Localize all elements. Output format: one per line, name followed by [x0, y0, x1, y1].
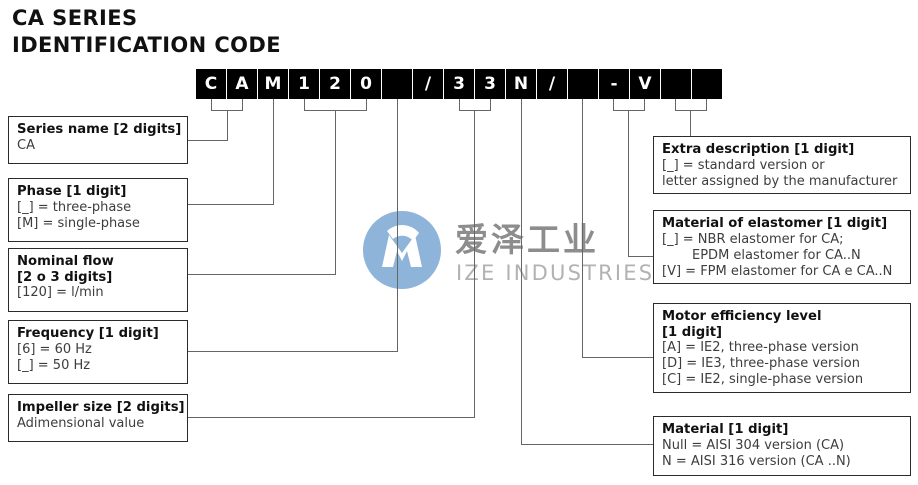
info-box-frequency-line-2: [_] = 50 Hz	[17, 357, 91, 373]
connector-elastomer-run	[628, 256, 653, 257]
info-box-series-name-heading: Series name [2 digits]	[17, 122, 182, 137]
connector-material-tick	[521, 99, 522, 444]
info-box-nominal-flow-line-1: [120] = l/min	[17, 285, 104, 301]
info-box-phase-line-2: [M] = single-phase	[17, 215, 140, 231]
code-cell	[382, 69, 412, 99]
code-cell: M	[258, 69, 288, 99]
info-box-extra-description-line-1: [_] = standard version or	[662, 157, 825, 173]
connector-impeller-tick-left	[459, 99, 460, 110]
info-box-motor-efficiency-level-line-2: [D] = IE3, three-phase version	[662, 356, 860, 372]
ize-industries-logo-icon	[363, 211, 441, 289]
connector-impeller-tick-right	[490, 99, 491, 110]
code-cell: /	[537, 69, 567, 99]
info-box-material-of-elastomer: Material of elastomer [1 digit] [_] = NB…	[653, 210, 911, 284]
connector-series-name-drop	[227, 110, 228, 140]
connector-impeller-drop	[474, 110, 475, 417]
code-cell	[661, 69, 691, 99]
page-title-line-1: CA SERIES	[12, 6, 138, 30]
connector-nominal-flow-tick-right	[366, 99, 367, 110]
connector-series-name-tick-left	[211, 99, 212, 110]
info-box-phase: Phase [1 digit] [_] = three-phase [M] = …	[8, 178, 188, 242]
page-title-line-2: IDENTIFICATION CODE	[12, 33, 282, 57]
info-box-motor-efficiency-level-line-1: [A] = IE2, three-phase version	[662, 340, 859, 356]
connector-elastomer-tick-right	[644, 99, 645, 110]
info-box-material-of-elastomer-line-1: [_] = NBR elastomer for CA;	[662, 231, 844, 247]
connector-nominal-flow-drop	[335, 110, 336, 274]
code-cell: 2	[320, 69, 350, 99]
info-box-motor-efficiency-level-heading-2: [1 digit]	[662, 324, 723, 340]
connector-elastomer-tick-left	[613, 99, 614, 110]
connector-elastomer-drop	[628, 110, 629, 256]
info-box-material-of-elastomer-line-3: [V] = FPM elastomer for CA e CA..N	[662, 263, 893, 279]
info-box-motor-efficiency-level: Motor efficiency level [1 digit] [A] = I…	[653, 303, 911, 393]
connector-elastomer-bracket	[613, 110, 645, 111]
connector-series-name-run	[188, 140, 228, 141]
connector-motor-efficiency-tick	[582, 99, 583, 357]
code-cell: A	[227, 69, 257, 99]
info-box-material-heading: Material [1 digit]	[662, 422, 789, 437]
connector-phase-run	[188, 204, 274, 205]
connector-impeller-bracket	[459, 110, 491, 111]
identification-code-banner: C A M 1 2 0 / 3 3 N / - V	[196, 69, 723, 99]
watermark: 爱泽工业 IZE INDUSTRIES	[363, 209, 652, 293]
info-box-nominal-flow-heading: Nominal flow	[17, 254, 114, 269]
info-box-motor-efficiency-level-line-3: [C] = IE2, single-phase version	[662, 372, 864, 388]
info-box-nominal-flow-heading-2: [2 o 3 digits]	[17, 269, 113, 285]
info-box-extra-description: Extra description [1 digit] [_] = standa…	[653, 136, 911, 194]
connector-frequency-tick	[397, 99, 398, 351]
code-cell: V	[630, 69, 660, 99]
connector-extra-description-bracket	[675, 110, 707, 111]
info-box-material-line-1: Null = AISI 304 version (CA)	[662, 437, 845, 453]
code-cell: 1	[289, 69, 319, 99]
code-cell: /	[413, 69, 443, 99]
watermark-english-text: IZE INDUSTRIES	[456, 261, 655, 285]
connector-motor-efficiency-run	[582, 357, 653, 358]
info-box-impeller-size: Impeller size [2 digits] Adimensional va…	[8, 394, 188, 442]
info-box-material-of-elastomer-heading: Material of elastomer [1 digit]	[662, 216, 888, 231]
code-cell: -	[599, 69, 629, 99]
code-cell	[692, 69, 722, 99]
info-box-phase-line-1: [_] = three-phase	[17, 199, 132, 215]
info-box-impeller-size-heading: Impeller size [2 digits]	[17, 400, 185, 415]
info-box-material: Material [1 digit] Null = AISI 304 versi…	[653, 416, 911, 476]
info-box-frequency: Frequency [1 digit] [6] = 60 Hz [_] = 50…	[8, 320, 188, 384]
connector-nominal-flow-run	[188, 274, 336, 275]
code-cell	[568, 69, 598, 99]
connector-phase-tick	[273, 99, 274, 204]
info-box-extra-description-heading: Extra description [1 digit]	[662, 142, 855, 157]
info-box-material-line-2: N = AISI 316 version (CA ..N)	[662, 453, 851, 469]
connector-series-name-tick-right	[242, 99, 243, 110]
info-box-material-of-elastomer-line-2: EPDM elastomer for CA..N	[692, 247, 861, 263]
code-cell: N	[506, 69, 536, 99]
code-cell: 3	[475, 69, 505, 99]
code-cell: C	[196, 69, 226, 99]
info-box-frequency-heading: Frequency [1 digit]	[17, 326, 159, 341]
connector-extra-description-tick-left	[675, 99, 676, 110]
code-cell: 0	[351, 69, 381, 99]
connector-impeller-run	[188, 417, 475, 418]
info-box-impeller-size-line-1: Adimensional value	[17, 415, 145, 431]
info-box-nominal-flow: Nominal flow [2 o 3 digits] [120] = l/mi…	[8, 248, 188, 312]
connector-frequency-run	[188, 351, 398, 352]
info-box-frequency-line-1: [6] = 60 Hz	[17, 341, 92, 357]
code-cell: 3	[444, 69, 474, 99]
info-box-motor-efficiency-level-heading: Motor efficiency level	[662, 309, 822, 324]
connector-nominal-flow-tick-left	[304, 99, 305, 110]
info-box-series-name-line-1: CA	[17, 137, 35, 153]
connector-extra-description-drop	[690, 110, 691, 136]
connector-material-run	[521, 444, 653, 445]
info-box-extra-description-line-2: letter assigned by the manufacturer	[662, 173, 898, 189]
connector-extra-description-tick-right	[706, 99, 707, 110]
info-box-phase-heading: Phase [1 digit]	[17, 184, 127, 199]
watermark-chinese-text: 爱泽工业	[455, 220, 599, 259]
info-box-series-name: Series name [2 digits] CA	[8, 116, 188, 164]
